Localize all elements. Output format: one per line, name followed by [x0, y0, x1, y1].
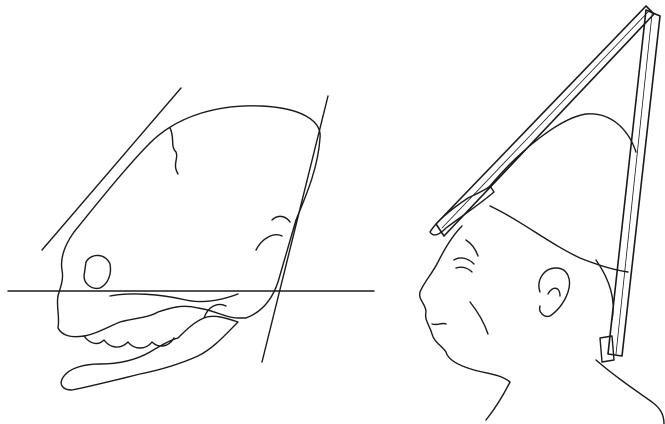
frontal-profile	[58, 143, 150, 296]
infant-cheek-line	[470, 302, 488, 334]
device-base	[600, 336, 614, 362]
occipital-tangent-line	[262, 96, 328, 362]
coronal-suture	[170, 128, 178, 174]
infant-face-profile	[420, 226, 510, 382]
mandible	[61, 316, 238, 390]
forehead-tangent-line	[42, 88, 181, 250]
device-vertical-post-inner	[616, 14, 652, 354]
infant-ear	[539, 268, 570, 316]
infant-panel	[420, 6, 664, 424]
infant-ear-inner	[548, 288, 560, 296]
infant-mouth	[432, 323, 446, 324]
infant-brow	[466, 240, 478, 256]
cap-edge	[490, 206, 628, 272]
zygomatic-arch	[110, 294, 238, 302]
occipital-detail	[256, 216, 290, 250]
cranial-vault	[150, 106, 320, 318]
infant-cranium	[490, 114, 636, 186]
orbit	[84, 255, 111, 288]
skull-panel	[8, 88, 374, 390]
infant-eye	[454, 258, 474, 272]
infant-neck	[486, 360, 664, 424]
